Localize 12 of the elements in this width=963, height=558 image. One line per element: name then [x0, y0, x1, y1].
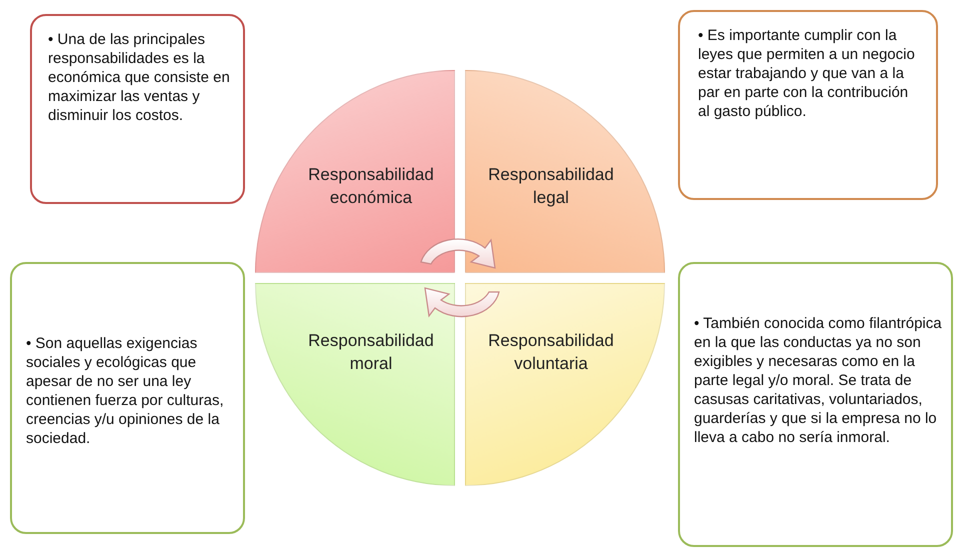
text-card — [678, 10, 938, 200]
quadrant-title: Responsabilidad voluntaria — [487, 330, 615, 375]
text-card — [30, 14, 245, 204]
bullet-text: • Son aquellas exigencias sociales y ecológicas que apesar de no ser una ley contienen fuerza por culturas, creencias y/u opiniones de la sociedad. — [26, 334, 225, 448]
text-card — [678, 262, 953, 547]
text-card — [10, 262, 245, 534]
bullet-text: • También conocida como filantrópica en la que las conductas ya no son exigibles y necesaras como en la parte legal y/o moral. Se trata de casusas caritativas, voluntariados, guarderías y que si la empresa no lo lleva a cabo no sería inmoral. — [694, 314, 942, 447]
bullet-text: • Una de las principales responsabilidades es la económica que consiste en maximizar las ventas y disminuir los costos. — [48, 30, 231, 125]
quadrant-title: Responsabilidad moral — [307, 330, 435, 375]
quadrant-title: Responsabilidad legal — [487, 164, 615, 209]
bullet-text: • Es importante cumplir con la leyes que permiten a un negocio estar trabajando y que van a la par en parte con la contribución al gasto público. — [698, 26, 916, 121]
quadrant-title: Responsabilidad económica — [307, 164, 435, 209]
